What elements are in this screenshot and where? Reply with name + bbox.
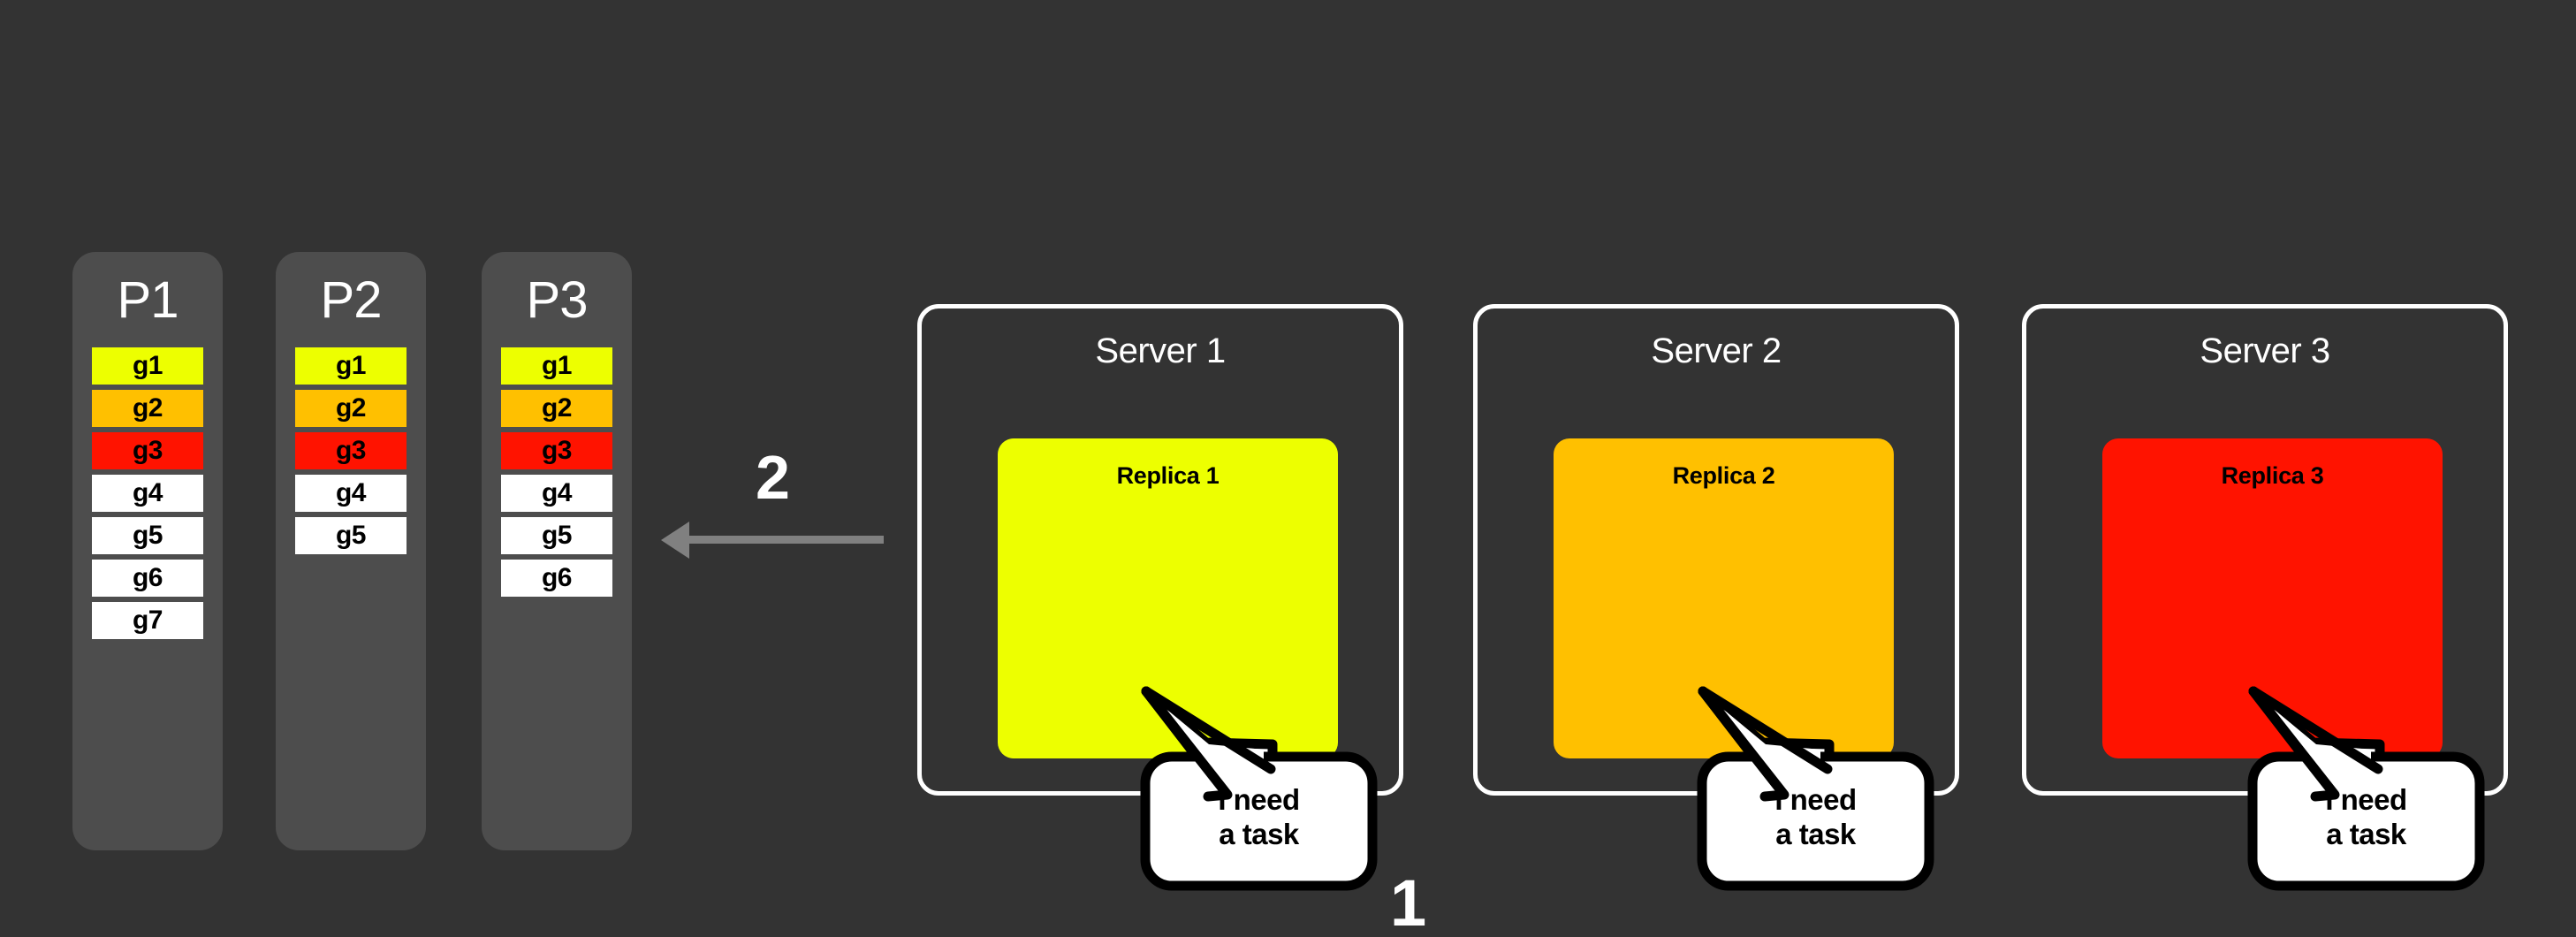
partition-item-list: g1 g2 g3 g4 g5 g6 g7 (72, 347, 223, 639)
partition-item[interactable]: g2 (501, 390, 612, 427)
partition-item[interactable]: g2 (295, 390, 407, 427)
server-title: Server 2 (1651, 331, 1782, 370)
speech-bubble-shape (1697, 686, 1934, 891)
speech-bubble-text: I need a task (1774, 783, 1857, 850)
arrow-shaft (688, 536, 884, 544)
partition-item[interactable]: g4 (501, 475, 612, 512)
step-label-1: 1 (1390, 866, 1427, 937)
speech-bubble-text: I need a task (2325, 783, 2407, 850)
arrow-head-icon (661, 522, 689, 559)
partition-item[interactable]: g3 (295, 432, 407, 469)
partition-item[interactable]: g5 (501, 517, 612, 554)
partition-item[interactable]: g4 (295, 475, 407, 512)
partition-item-list: g1 g2 g3 g4 g5 g6 (482, 347, 632, 597)
partition-item[interactable]: g7 (92, 602, 203, 639)
replica-label: Replica 3 (2221, 462, 2324, 489)
partition-item[interactable]: g5 (295, 517, 407, 554)
partition-item[interactable]: g3 (501, 432, 612, 469)
partition-item[interactable]: g5 (92, 517, 203, 554)
partition-column-p2[interactable]: P2 g1 g2 g3 g4 g5 (276, 252, 426, 850)
partition-title: P3 (526, 271, 589, 329)
partition-item[interactable]: g2 (92, 390, 203, 427)
partition-column-p1[interactable]: P1 g1 g2 g3 g4 g5 g6 g7 (72, 252, 223, 850)
partition-item[interactable]: g3 (92, 432, 203, 469)
server-title: Server 1 (1095, 331, 1226, 370)
partition-item[interactable]: g1 (501, 347, 612, 385)
partition-title: P1 (117, 271, 179, 329)
partition-title: P2 (320, 271, 383, 329)
speech-bubble-shape (1140, 686, 1378, 891)
partition-item[interactable]: g1 (295, 347, 407, 385)
replica-label: Replica 2 (1672, 462, 1775, 489)
partition-item[interactable]: g1 (92, 347, 203, 385)
partition-item[interactable]: g6 (92, 560, 203, 597)
partition-item-list: g1 g2 g3 g4 g5 (276, 347, 426, 554)
step-label-2: 2 (756, 443, 790, 512)
assignment-arrow (661, 522, 884, 559)
replica-label: Replica 1 (1116, 462, 1220, 489)
speech-bubble-shape (2247, 686, 2485, 891)
partition-column-p3[interactable]: P3 g1 g2 g3 g4 g5 g6 (482, 252, 632, 850)
partition-item[interactable]: g6 (501, 560, 612, 597)
server-title: Server 3 (2200, 331, 2330, 370)
speech-bubble-text: I need a task (1218, 783, 1300, 850)
partition-item[interactable]: g4 (92, 475, 203, 512)
